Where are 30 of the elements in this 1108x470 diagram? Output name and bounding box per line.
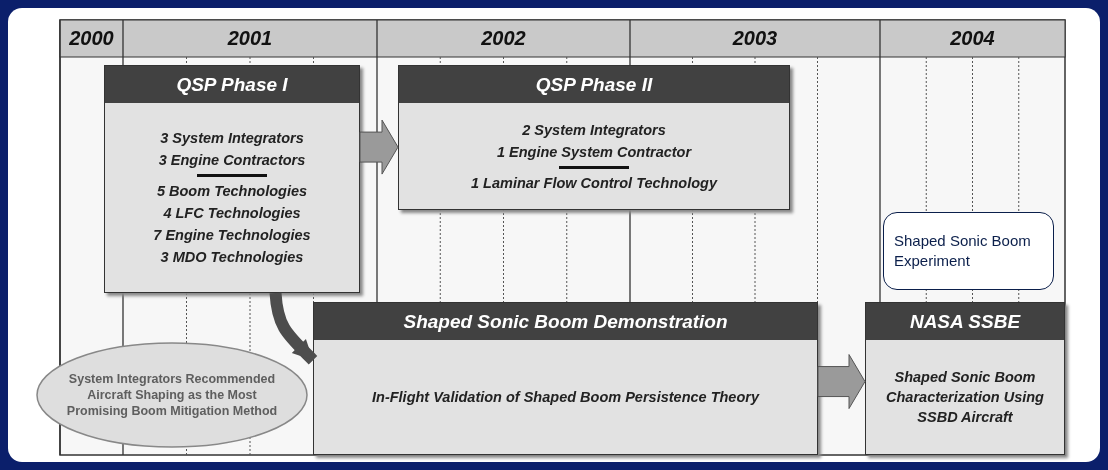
box-text: In-Flight Validation of Shaped Boom Persistence Theory: [372, 388, 759, 407]
box-heading: QSP Phase I: [105, 66, 359, 103]
note-box: [883, 212, 1054, 290]
year-header: 2003: [731, 26, 779, 51]
box-text: 3 System Integrators: [160, 129, 304, 148]
phase-box: [865, 302, 1065, 455]
box-heading: NASA SSBE: [866, 303, 1064, 340]
year-header: 2001: [226, 26, 274, 51]
box-text: 2 System Integrators: [522, 120, 666, 140]
phase-box: [313, 302, 818, 455]
year-header: 2000: [68, 26, 115, 51]
box-text: 5 Boom Technologies: [156, 182, 308, 201]
box-text: 4 LFC Technologies: [163, 204, 301, 223]
box-text: Shaped Sonic Boom Characterization Using SSBD Aircraft: [885, 368, 1045, 427]
box-heading: Shaped Sonic Boom Demonstration: [314, 303, 817, 340]
block-arrow: [359, 119, 399, 175]
box-text: 1 Engine System Contractor: [496, 142, 692, 162]
callout-text: System Integrators Recommended Aircraft Shaping as the Most Promising Boom Mitigation Method: [65, 371, 279, 419]
phase-box: [398, 65, 790, 210]
box-heading: QSP Phase II: [399, 66, 789, 103]
box-text: 3 MDO Technologies: [160, 248, 304, 267]
curved-arrow: [269, 292, 318, 365]
box-text: 1 Laminar Flow Control Technology: [471, 173, 717, 193]
box-text: 3 Engine Contractors: [158, 151, 306, 170]
year-header: 2002: [480, 26, 527, 51]
note-text: Shaped Sonic Boom Experiment: [894, 231, 1032, 271]
block-arrow: [817, 354, 866, 410]
box-text: 7 Engine Technologies: [153, 226, 311, 245]
year-header: 2004: [949, 26, 996, 51]
phase-box: [104, 65, 360, 293]
